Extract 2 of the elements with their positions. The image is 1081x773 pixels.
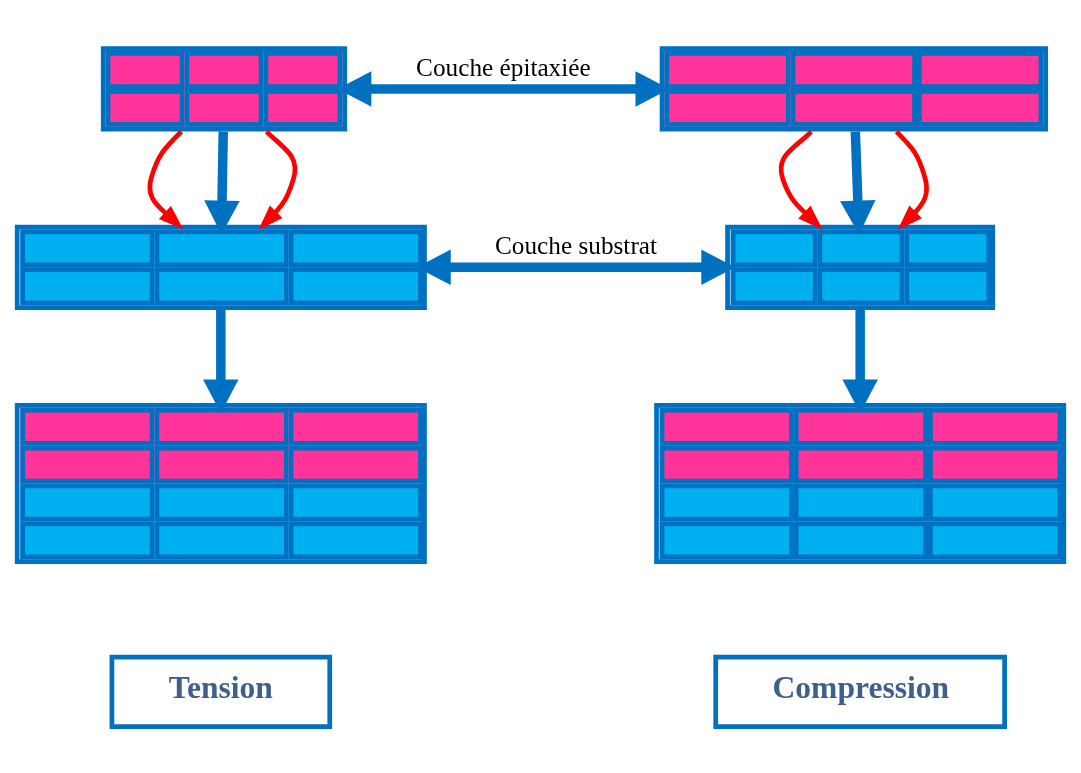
edge-label: Couche substrat: [495, 231, 658, 260]
edge-label: Couche épitaxiée: [416, 52, 591, 81]
